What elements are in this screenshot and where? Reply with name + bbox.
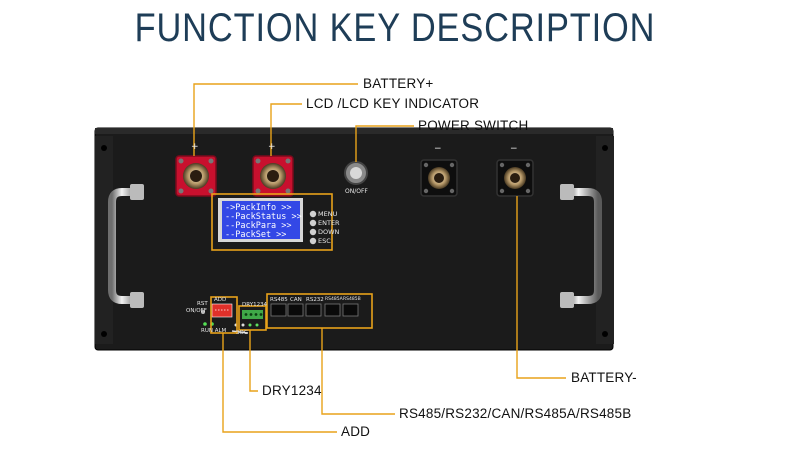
port-rs232 [305,303,322,317]
menu-key [309,210,317,218]
port-label-rs485a: RS485A [325,297,343,302]
callout-dry: DRY1234 [262,383,322,398]
onoff-label: ON/OFF [345,188,368,195]
rst-label: RST [197,301,208,307]
dry-connector [242,310,263,319]
page-title: FUNCTION KEY DESCRIPTION [134,6,656,50]
positive-terminal-2 [252,155,294,197]
callout-battery-negative: BATTERY- [571,370,637,385]
run-led [203,322,207,326]
negative-terminal-1 [420,159,458,197]
lcd-line-3: --PackPara >> [225,221,292,231]
lcd-line-1: ->PackInfo >> [225,203,292,213]
minus-label-2: − [510,144,518,154]
minus-label-1: − [434,144,442,154]
port-label-rs485b: RS485B [343,297,361,302]
add-small-label: ADD [214,297,227,303]
enter-key [309,219,317,227]
dry-small-label: DRY1234 [242,302,268,308]
right-handle [564,188,602,304]
soc-label: SOC [236,330,248,336]
callout-comm-ports: RS485/RS232/CAN/RS485A/RS485B [399,406,632,421]
port-label-rs485: RS485 [270,297,288,303]
esc-key [309,237,317,245]
callout-lines [193,83,566,433]
callout-add: ADD [341,424,371,439]
callout-boxes [210,193,373,334]
lcd-line-2: --PackStatus >> [225,212,302,222]
menu-key-label: MENU [318,210,338,218]
port-can [287,303,304,317]
callout-power-switch: POWER SWITCH [418,118,529,133]
plus-label-1: + [191,142,199,152]
port-rs485a [324,303,341,317]
lcd-screen [222,201,300,239]
run-alm-label: RUN ALM [201,328,227,334]
enter-key-label: ENTER [318,219,340,227]
port-label-rs232: RS232 [306,297,324,303]
port-rs485 [270,303,287,317]
down-key [309,228,317,236]
positive-terminal-1 [175,155,217,197]
esc-key-label: ESC [318,237,331,245]
port-label-can: CAN [290,297,302,303]
power-switch [344,161,368,185]
port-rs485b [342,303,359,317]
down-key-label: DOWN [318,228,340,236]
lcd-line-4: --PackSet >> [225,230,287,240]
left-handle [108,188,144,304]
callout-battery-positive: BATTERY+ [363,76,434,91]
add-dip-switch [211,303,233,318]
plus-label-2: + [268,142,276,152]
onoff-small-label: ON/OFF [186,308,207,314]
negative-terminal-2 [496,159,534,197]
callout-lcd-indicator: LCD /LCD KEY INDICATOR [306,96,480,111]
